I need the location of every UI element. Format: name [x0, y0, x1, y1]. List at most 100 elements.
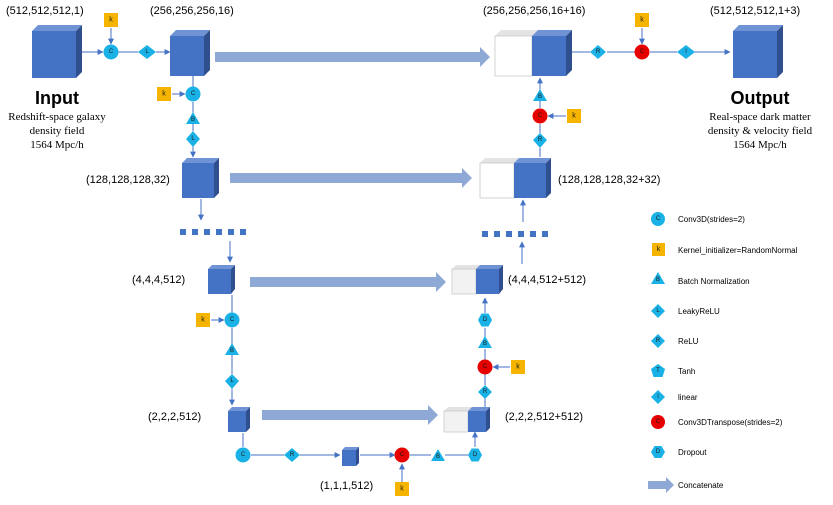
cube-1-bottom: [342, 447, 359, 466]
svg-text:k: k: [657, 246, 661, 253]
cube-2-left: [228, 407, 250, 432]
cube-4-left: [208, 265, 235, 294]
k-node-3: k: [196, 313, 210, 327]
svg-text:L: L: [145, 49, 149, 55]
convT-node-3: C: [532, 108, 548, 124]
legend-tanh: T Tanh: [651, 364, 695, 377]
svg-text:B: B: [436, 454, 440, 460]
svg-text:k: k: [516, 364, 520, 371]
k-node-5: k: [511, 360, 525, 374]
svg-text:C: C: [656, 419, 661, 425]
svg-text:R: R: [290, 452, 295, 458]
svg-text:B: B: [538, 94, 542, 100]
concat-arrows: [215, 47, 490, 425]
label-r3-shape: (4,4,4,512+512): [508, 274, 586, 286]
bn-node-5: B: [533, 89, 547, 101]
svg-text:k: k: [640, 17, 644, 24]
input-desc-line3: 1564 Mpc/h: [30, 139, 84, 151]
svg-text:C: C: [230, 317, 235, 323]
input-desc-line2: density field: [30, 125, 85, 137]
legend-convT: C Conv3DTranspose(strides=2): [651, 415, 783, 429]
svg-text:l: l: [685, 49, 686, 55]
input-desc-line1: Redshift-space galaxy: [8, 111, 106, 123]
svg-text:T: T: [656, 368, 660, 374]
bn-node-3: B: [431, 449, 445, 461]
label-r1-shape: (256,256,256,16+16): [483, 5, 585, 17]
cube-256-right: [494, 30, 572, 77]
nodes: k C L k C B L k: [103, 13, 695, 496]
output-caption: Output Real-space dark matter density & …: [708, 88, 813, 151]
svg-text:k: k: [162, 91, 166, 98]
bn-node-4: B: [478, 336, 492, 348]
concat-arrow-2: [230, 168, 472, 188]
input-cube: [32, 25, 82, 78]
legend-conv: C Conv3D(strides=2): [651, 212, 745, 226]
legend-batchnorm: B Batch Normalization: [651, 272, 750, 286]
label-r4-shape: (2,2,2,512+512): [505, 411, 583, 423]
cube-2-right: [443, 407, 490, 433]
leaky-node-1: L: [138, 45, 156, 59]
svg-text:k: k: [400, 486, 404, 493]
svg-text:B: B: [191, 117, 195, 123]
concat-arrow-4: [262, 405, 438, 425]
convT-node-1: C: [394, 447, 410, 463]
relu-node-4: R: [590, 45, 606, 59]
legend-kernel: k Kernel_initializer=RandomNormal: [652, 243, 798, 256]
shape-labels: (512,512,512,1) (256,256,256,16) (256,25…: [6, 5, 800, 492]
legend-relu: R ReLU: [651, 334, 699, 348]
k-node-7: k: [635, 13, 649, 27]
relu-node-3: R: [533, 133, 547, 148]
convT-node-2: C: [477, 359, 493, 375]
svg-text:D: D: [656, 449, 661, 455]
svg-text:ReLU: ReLU: [678, 337, 699, 346]
convT-node-4: C: [634, 44, 650, 60]
svg-text:B: B: [230, 348, 234, 354]
cube-4-right: [451, 265, 503, 295]
output-desc-line3: 1564 Mpc/h: [733, 139, 787, 151]
svg-text:k: k: [572, 113, 576, 120]
bn-node-2: B: [225, 343, 239, 355]
svg-text:k: k: [201, 317, 205, 324]
conv-node-3: C: [224, 312, 240, 328]
relu-node-2: R: [478, 385, 492, 399]
k-node-4: k: [395, 482, 409, 496]
svg-text:C: C: [191, 91, 196, 97]
k-node-1: k: [104, 13, 118, 27]
svg-text:k: k: [109, 17, 113, 24]
svg-text:C: C: [656, 216, 661, 222]
svg-text:R: R: [596, 49, 601, 55]
svg-text:Tanh: Tanh: [678, 367, 695, 376]
svg-text:Kernel_initializer=RandomNorma: Kernel_initializer=RandomNormal: [678, 246, 798, 255]
output-desc-line1: Real-space dark matter: [709, 111, 811, 123]
output-cube: [733, 25, 783, 78]
label-bottom-shape: (1,1,1,512): [320, 480, 373, 492]
connections: [80, 28, 731, 482]
k-node-2: k: [157, 87, 171, 101]
cube-128-left: [182, 158, 219, 198]
svg-text:l: l: [657, 394, 658, 400]
conv-node-4: C: [235, 447, 251, 463]
svg-text:L: L: [230, 378, 234, 384]
svg-text:Conv3DTranspose(strides=2): Conv3DTranspose(strides=2): [678, 418, 783, 427]
label-input-shape: (512,512,512,1): [6, 5, 84, 17]
ellipsis-left: [180, 229, 246, 235]
cube-128-right: [479, 158, 551, 199]
concat-arrow-3: [250, 272, 446, 292]
dropout-node-1: D: [468, 448, 482, 462]
bn-node-1: B: [186, 112, 200, 124]
svg-text:B: B: [656, 277, 660, 283]
svg-text:C: C: [538, 113, 543, 119]
legend-concatenate: Concatenate: [648, 477, 724, 493]
svg-text:Dropout: Dropout: [678, 448, 707, 457]
conv-node-1: C: [103, 44, 119, 60]
cubes: [32, 25, 783, 466]
concat-arrow-1: [215, 47, 490, 67]
label-l2-shape: (128,128,128,32): [86, 174, 170, 186]
label-l1-shape: (256,256,256,16): [150, 5, 234, 17]
svg-text:L: L: [191, 136, 195, 142]
svg-text:Batch Normalization: Batch Normalization: [678, 277, 750, 286]
label-l3-shape: (4,4,4,512): [132, 274, 185, 286]
svg-text:B: B: [483, 341, 487, 347]
svg-text:Conv3D(strides=2): Conv3D(strides=2): [678, 215, 745, 224]
